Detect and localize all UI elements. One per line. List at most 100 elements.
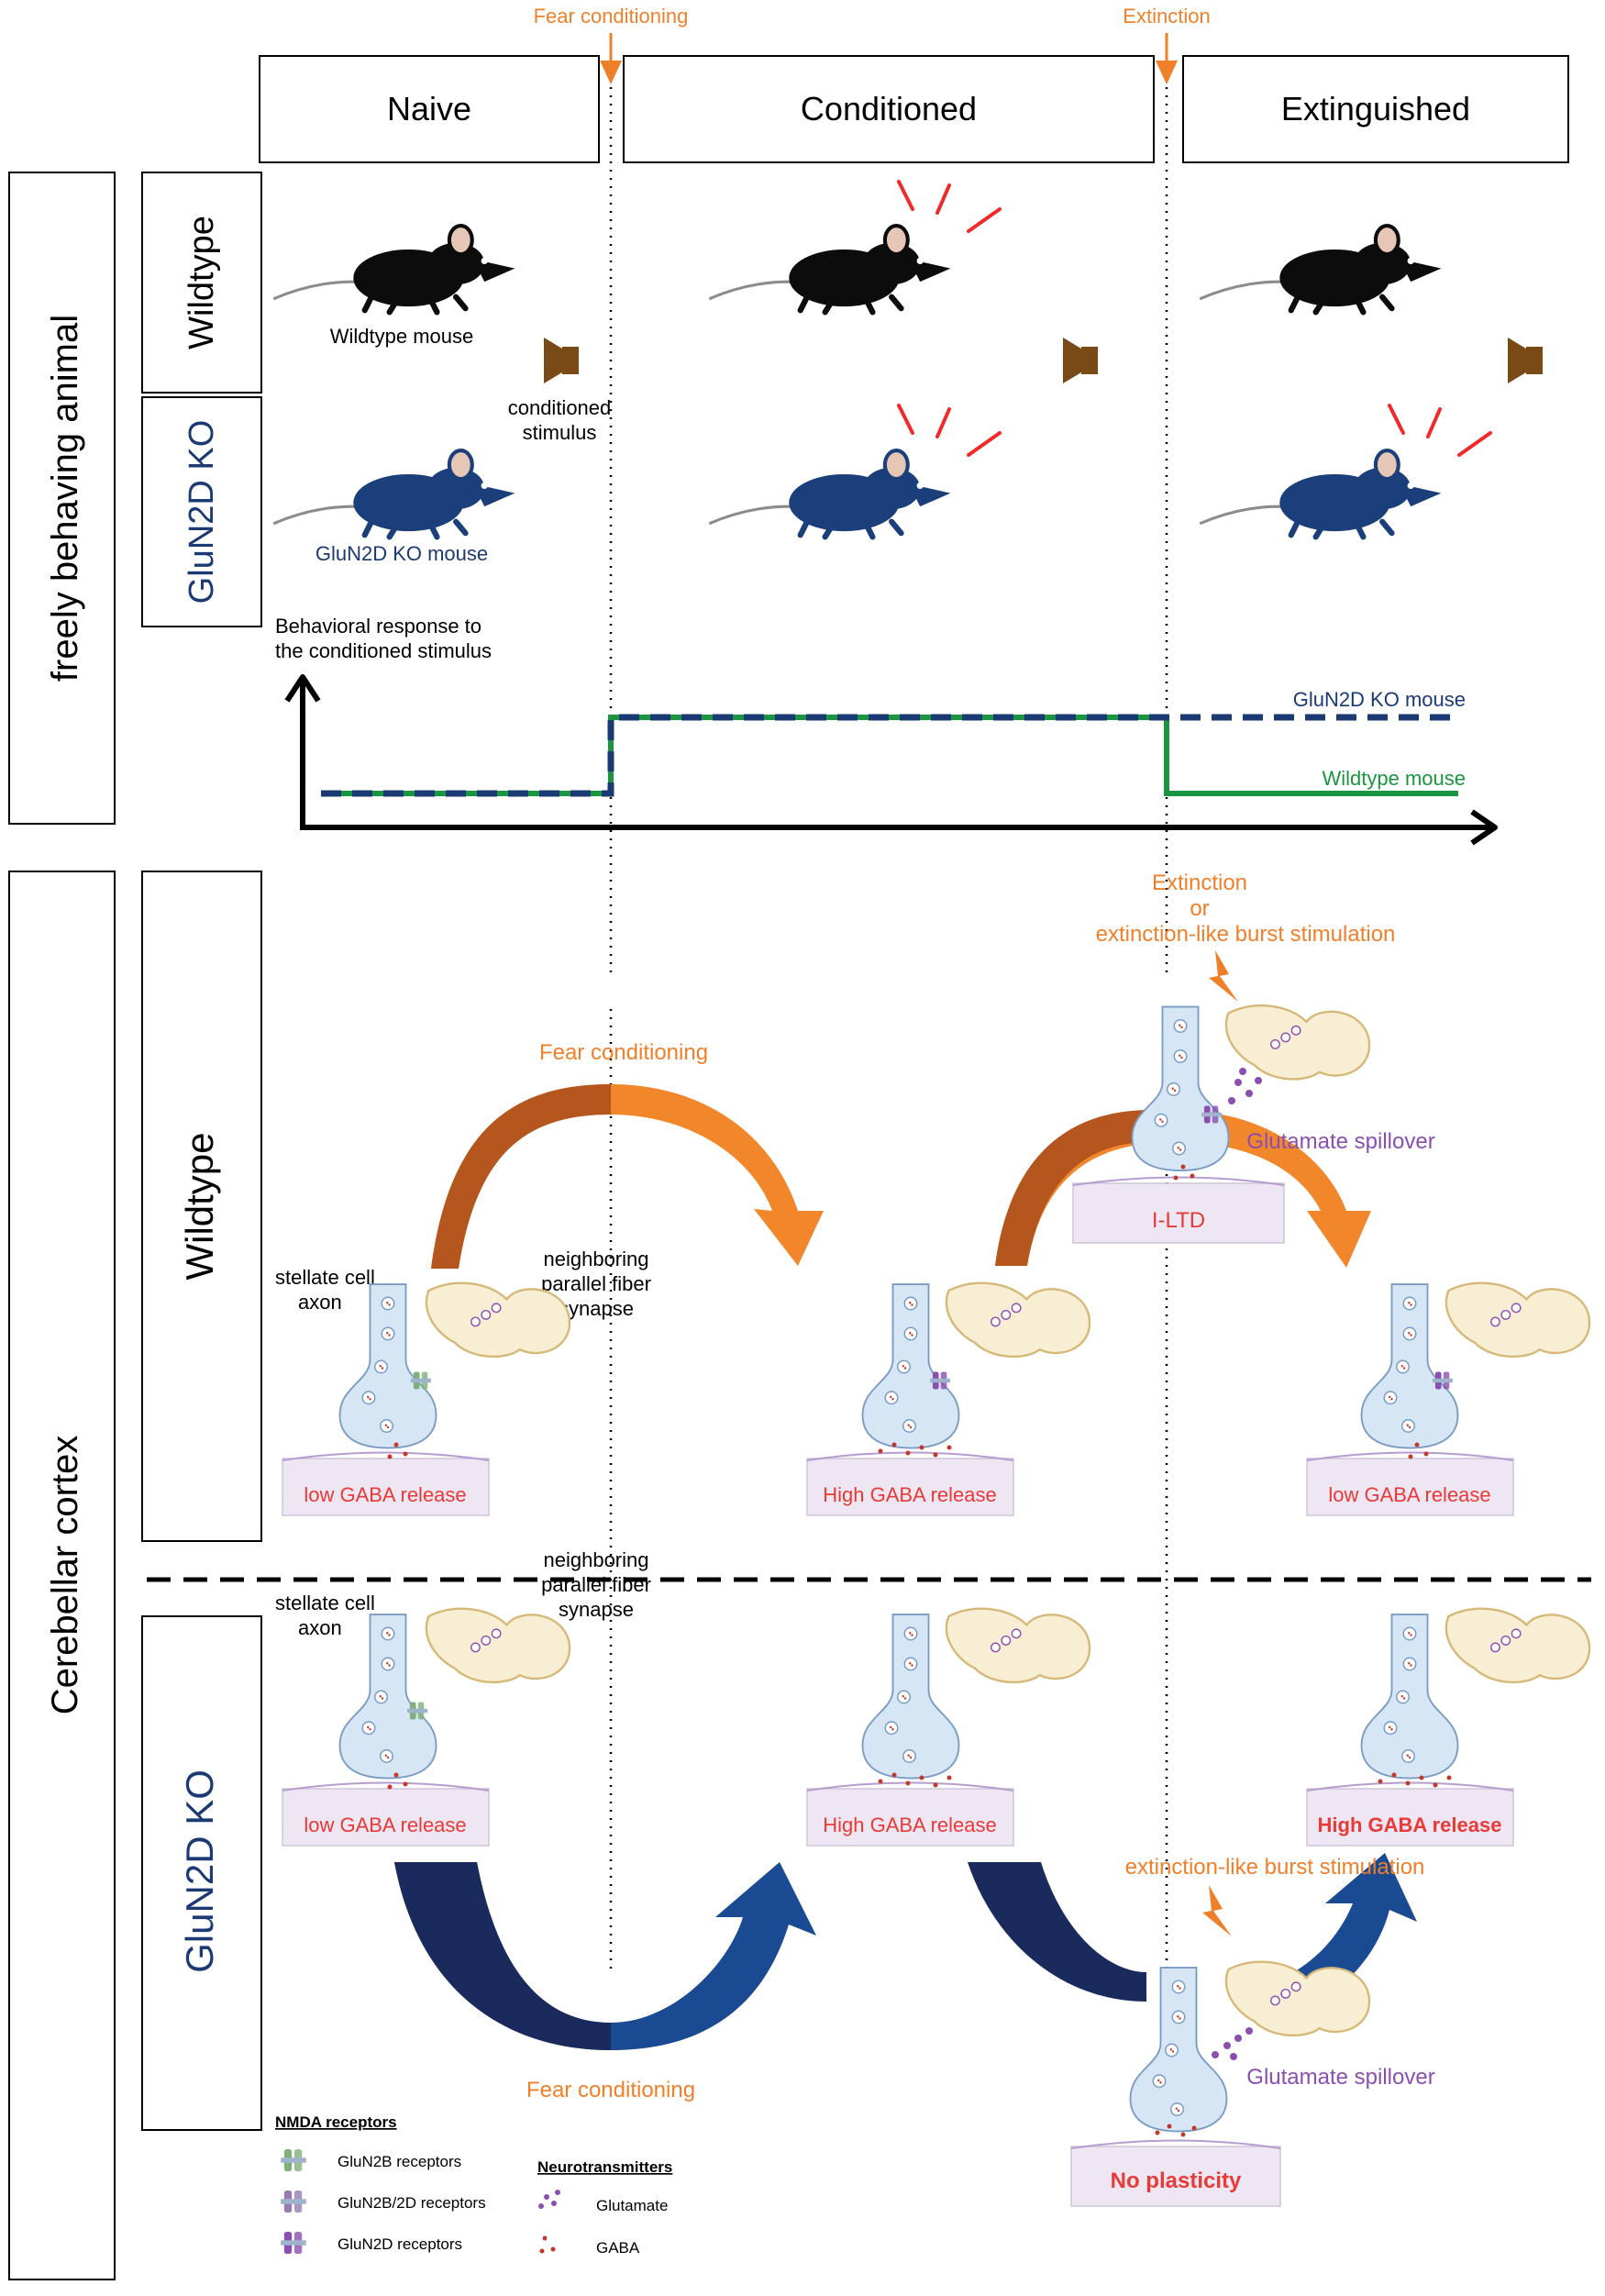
transition-arrow-fear-head (600, 61, 622, 84)
mouse-ko-conditioned (709, 450, 950, 537)
parallel-fiber-ko-naive (425, 1607, 571, 1684)
parallel-fiber-ko-extinction-process (1224, 1960, 1371, 2037)
ko-extinguished-gaba-label: High GABA release (1318, 1814, 1502, 1836)
transition-label-fear-conditioning: Fear conditioning (534, 5, 689, 28)
parallel-fiber-ko-extinguished (1444, 1607, 1591, 1684)
ko-burst-label: extinction-like burst stimulation (1125, 1855, 1425, 1880)
wt-naive-gaba-label: low GABA release (304, 1483, 466, 1506)
speaker-icon-conditioned (1063, 338, 1098, 383)
series-label-ko: GluN2D KO mouse (1293, 688, 1466, 711)
neighbor-label-wt-line3: synapse (559, 1297, 634, 1320)
stellate-label-wt-line2: axon (298, 1291, 342, 1314)
wt-naive-gaba-box (282, 1458, 490, 1516)
speaker-icon-naive (544, 338, 579, 383)
wt-fear-arrow-shade (404, 1084, 611, 1269)
no-plasticity-label: No plasticity (1111, 2168, 1242, 2193)
series-label-wt: Wildtype mouse (1322, 767, 1466, 790)
extinction-label-line3: extinction-like burst stimulation (1096, 922, 1396, 947)
legend-glun2b2d-icon (281, 2191, 306, 2213)
gaba-dots-wt-process (1173, 1164, 1195, 1181)
legend-glun2d-label: GluN2D receptors (338, 2235, 462, 2253)
chart-x-axis-arrowhead (1470, 809, 1498, 846)
glutamate-spillover-label-ko: Glutamate spillover (1246, 2065, 1434, 2090)
stage-box-naive (259, 55, 600, 163)
neighbor-label-ko-line1: neighboring (544, 1548, 649, 1571)
legend-glun2b2d-label: GluN2B/2D receptors (338, 2194, 486, 2212)
legend-gaba-label: GABA (596, 2239, 640, 2257)
legend-nt-title: Neurotransmitters (537, 2158, 672, 2176)
neighbor-label-wt-line2: parallel fiber (541, 1272, 651, 1295)
series-line-wt (321, 715, 1458, 796)
section-box-cerebellar-cortex (8, 871, 116, 2280)
stage-box-extinguished (1182, 55, 1569, 163)
legend-glun2d-icon (281, 2232, 306, 2254)
legend-glutamate-label: Glutamate (596, 2197, 668, 2214)
chart-ylabel-line1: Behavioral response to (275, 615, 482, 638)
legend-nmda-title: NMDA receptors (275, 2113, 397, 2131)
legend-glun2b-label: GluN2B receptors (338, 2153, 461, 2170)
mouse-ko-naive (273, 450, 515, 537)
legend-gaba-icon (539, 2235, 556, 2254)
axon-wt-conditioned (861, 1283, 960, 1449)
glutamate-spillover-label-wt: Glutamate spillover (1246, 1129, 1434, 1154)
ko-naive-gaba-label: low GABA release (304, 1814, 466, 1836)
ko-mouse-label: GluN2D KO mouse (315, 542, 488, 565)
cs-label-line1: conditioned (508, 396, 612, 419)
glutamate-spillover-dots-ko (1212, 2027, 1253, 2060)
wt-extinction-arrow-shade (963, 1110, 1151, 1266)
parallel-fiber-ko-conditioned (945, 1607, 1091, 1684)
fear-response-ko-extinguished (1388, 404, 1492, 457)
ko-extinguished-gaba-box (1306, 1788, 1514, 1847)
section-label-freely-behaving: freely behaving animal (45, 315, 85, 682)
genotype-label-wildtype-bottom: Wildtype (178, 1132, 221, 1280)
parallel-fiber-wt-naive (425, 1281, 571, 1359)
chart-ylabel-line2: the conditioned stimulus (275, 639, 492, 662)
series-line-ko (321, 714, 1458, 797)
legend-glutamate-icon (538, 2190, 560, 2209)
parallel-fiber-wt-conditioned (945, 1281, 1091, 1359)
fear-response-wt-conditioned (897, 180, 1002, 233)
transition-label-extinction: Extinction (1123, 5, 1210, 28)
axon-wt-extinguished (1360, 1283, 1459, 1449)
wt-fear-conditioning-label: Fear conditioning (539, 1040, 708, 1065)
no-plasticity-box (1070, 2146, 1281, 2207)
wt-extinguished-gaba-label: low GABA release (1328, 1483, 1490, 1506)
ko-conditioned-gaba-label: High GABA release (823, 1814, 997, 1836)
ko-naive-gaba-box (282, 1788, 490, 1847)
lightning-icon-ko (1202, 1885, 1232, 1936)
stage-label-naive: Naive (387, 90, 471, 128)
ko-fear-conditioning-label: Fear conditioning (526, 2078, 695, 2102)
iltd-box (1072, 1182, 1285, 1244)
extinction-label-line1: Extinction (1152, 871, 1247, 895)
chart-series-group (321, 714, 1458, 797)
section-box-freely-behaving (8, 172, 116, 825)
genotype-box-wildtype-bottom (141, 871, 262, 1542)
stage-box-conditioned (623, 55, 1155, 163)
wt-conditioned-gaba-box (806, 1458, 1014, 1516)
axon-ko-naive (338, 1614, 437, 1780)
glutamate-spillover-dots-wt (1228, 1068, 1262, 1104)
mouse-wildtype-naive (273, 226, 515, 312)
ko-fear-arrow-shade (394, 1862, 611, 2050)
cs-label-line2: stimulus (523, 421, 597, 444)
axon-wt-naive (338, 1283, 437, 1449)
wildtype-mouse-label: Wildtype mouse (330, 325, 474, 348)
ko-extinction-arrow-shade (968, 1862, 1146, 2002)
mouse-ko-extinguished (1200, 450, 1441, 537)
transition-arrow-extinction-head (1156, 61, 1178, 84)
genotype-box-wildtype-top (141, 172, 262, 394)
stage-label-extinguished: Extinguished (1281, 90, 1470, 128)
axon-ko-conditioned (861, 1614, 960, 1780)
stellate-label-ko-line2: axon (298, 1616, 342, 1639)
stage-label-conditioned: Conditioned (801, 90, 977, 128)
chart-y-axis-arrowhead (284, 674, 321, 703)
axon-ko-extinguished (1360, 1614, 1459, 1780)
genotype-box-ko-bottom (141, 1615, 262, 2131)
mouse-wildtype-extinguished (1200, 226, 1441, 312)
iltd-label: I-LTD (1152, 1208, 1205, 1233)
parallel-fiber-wt-extinguished (1444, 1281, 1591, 1359)
neighbor-label-wt-line1: neighboring (544, 1248, 649, 1270)
parallel-fiber-wt-extinction-process (1224, 1004, 1371, 1081)
fear-response-ko-conditioned (897, 404, 1002, 457)
speaker-icon-extinguished (1508, 338, 1543, 383)
